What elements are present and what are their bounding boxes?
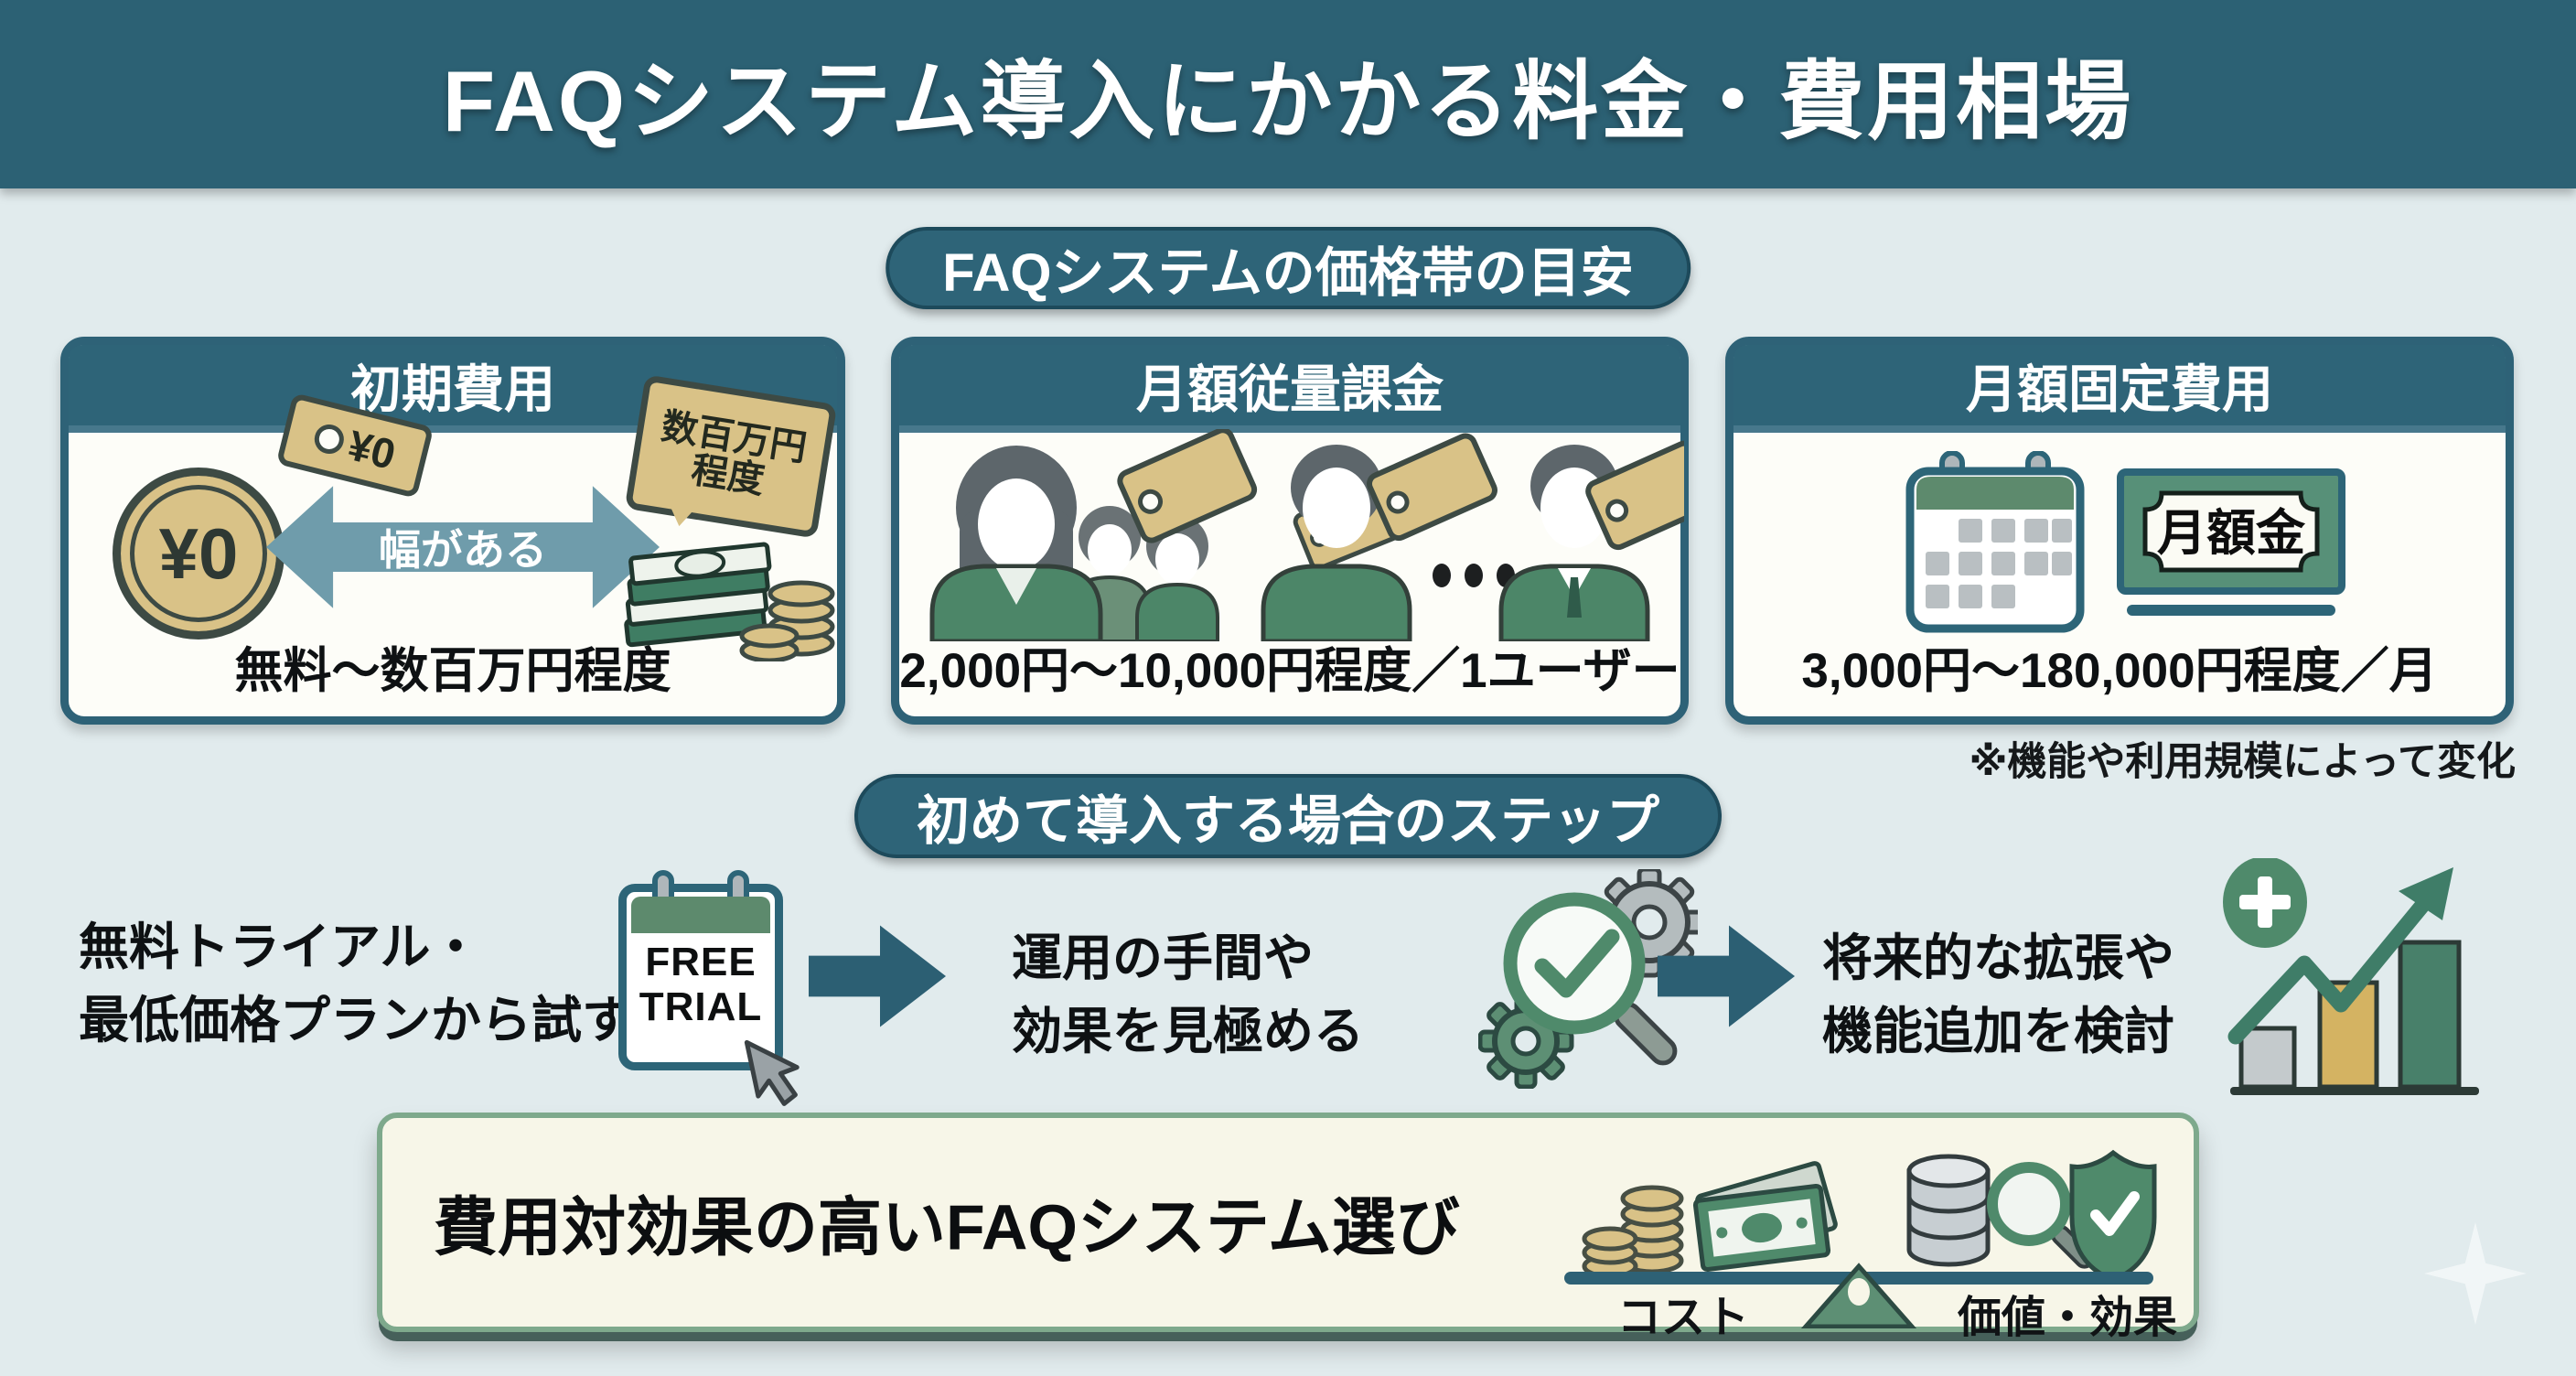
monthly-fee-banknote-icon: 月額金 — [2117, 468, 2345, 616]
cost-label: コスト — [1617, 1294, 1750, 1342]
sparkle-icon — [2424, 1222, 2527, 1325]
monthly-fixed-price: 3,000円〜180,000円程度／月 — [1801, 644, 2438, 698]
plus-badge-icon — [2223, 858, 2307, 948]
range-arrow-label: 幅がある — [379, 526, 547, 574]
steps-section-badge: 初めて導入する場合のステップ — [853, 774, 1723, 858]
card-initial-cost: 初期費用 ¥0 ¥0 幅がある 数百万円 程度 — [60, 337, 845, 725]
step1-line2: 最低価格プランから試す — [79, 991, 633, 1048]
pricing-section-badge: FAQシステムの価格帯の目安 — [886, 227, 1690, 309]
monthly-per-user-price: 2,000円〜10,000円程度／1ユーザー — [899, 644, 1680, 698]
money-stack-icon — [624, 542, 835, 661]
yen-zero-coin-icon: ¥0 — [113, 468, 284, 640]
conclusion-title: 費用対効果の高いFAQシステム選び — [434, 1191, 1460, 1263]
title-bar: FAQシステム導入にかかる料金・費用相場 — [0, 0, 2576, 188]
pricing-note: ※機能や利用規模によって変化 — [1969, 740, 2516, 784]
card-monthly-per-user-header: 月額従量課金 — [899, 345, 1680, 433]
mini-tag-label: ¥0 — [343, 421, 401, 479]
conclusion-box: 費用対効果の高いFAQシステム選び — [377, 1113, 2199, 1342]
value-label: 価値・効果 — [1958, 1294, 2178, 1342]
card-monthly-fixed-title: 月額固定費用 — [1966, 360, 2273, 418]
balance-fulcrum — [1800, 1263, 1917, 1328]
calendar-band — [631, 897, 770, 933]
card-monthly-per-user: 月額従量課金 — [891, 337, 1689, 725]
calendar-icon — [1905, 451, 2085, 633]
step2-line2: 効果を見極める — [1012, 1002, 1365, 1059]
cursor-icon — [744, 1039, 800, 1106]
step1-text: 無料トライアル・ 最低価格プランから試す — [79, 911, 632, 1058]
page-title: FAQシステム導入にかかる料金・費用相場 — [442, 53, 2134, 149]
users-with-price-tags-icon — [929, 429, 1684, 641]
database-icon — [1906, 1154, 1991, 1267]
free-trial-line2: TRIAL — [639, 984, 763, 1030]
shield-check-icon — [2069, 1149, 2157, 1283]
growth-chart-icon — [2223, 858, 2479, 1095]
free-trial-line1: FREE — [645, 940, 757, 984]
free-trial-label: FREE TRIAL — [627, 940, 775, 1030]
step1-line1: 無料トライアル・ — [79, 919, 481, 975]
coin-label: ¥0 — [158, 512, 239, 594]
bill-label: 月額金 — [2157, 506, 2306, 561]
cost-value-balance-icon — [1564, 1149, 2157, 1328]
ellipsis-dots-icon — [1433, 564, 1515, 587]
banknote-icon — [1692, 1161, 1838, 1273]
step3-line2: 機能追加を検討 — [1822, 1002, 2175, 1059]
magnifier-check-icon — [1503, 892, 1678, 1066]
step3-line1: 将来的な拡張や — [1822, 930, 2175, 986]
free-trial-calendar-icon: FREE TRIAL — [618, 870, 783, 1070]
step2-line1: 運用の手間や — [1012, 930, 1315, 986]
card-monthly-fixed-header: 月額固定費用 — [1733, 345, 2506, 433]
card-monthly-per-user-title: 月額従量課金 — [1136, 360, 1444, 418]
card-initial-cost-title: 初期費用 — [350, 360, 555, 418]
initial-cost-price: 無料〜数百万円程度 — [234, 644, 671, 698]
step-arrow-icon — [809, 925, 946, 1027]
coins-icon — [1582, 1185, 1684, 1279]
step3-text: 将来的な拡張や 機能追加を検討 — [1822, 922, 2174, 1069]
magnifier-check-gears-icon — [1478, 869, 1698, 1089]
step2-text: 運用の手間や 効果を見極める — [1012, 922, 1364, 1069]
range-arrow-icon: 幅がある — [266, 486, 660, 608]
card-monthly-fixed: 月額固定費用 月額金 — [1725, 337, 2514, 725]
